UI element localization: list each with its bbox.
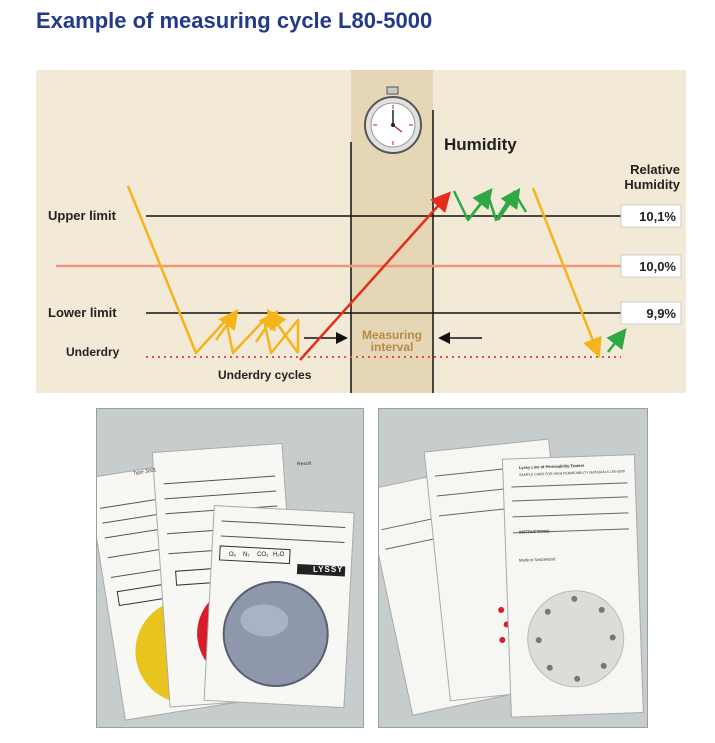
humidification-arrow [299, 191, 452, 361]
card-gas-h2o: H₂O [273, 552, 285, 558]
card-result-label: Result [296, 460, 312, 468]
measuring-interval-label-2: interval [371, 340, 414, 354]
underdry-arrow-1 [214, 308, 239, 341]
underdry-cycles-label: Underdry cycles [218, 368, 312, 382]
value-target: 10,0% [639, 259, 676, 274]
sample-cards-photo-left: LYSSY Type 3001 Result O₂ N₂ CO₂ H₂O [86, 408, 364, 728]
card-gas-n2: N₂ [243, 552, 250, 558]
stopwatch-icon [364, 86, 422, 154]
underdry-path [126, 185, 300, 355]
relative-humidity-label-1: Relative [630, 162, 680, 177]
final-green-arrow [606, 328, 627, 353]
page-title: Example of measuring cycle L80-5000 [36, 8, 433, 33]
card-gas-co2: CO₂ [257, 552, 269, 558]
measuring-cycle-diagram: Upper limit Lower limit Underdry Underdr… [36, 70, 686, 393]
drying-path [531, 187, 602, 358]
value-box-lower: 9,9% [620, 301, 682, 325]
card-gas-o2: O₂ [229, 552, 236, 558]
measuring-interval-label-1: Measuring [362, 328, 422, 342]
sample-cards-white-icon [364, 438, 644, 718]
humidity-label: Humidity [444, 135, 517, 154]
relative-humidity-label-2: Humidity [624, 177, 680, 192]
sample-cards-icon [86, 442, 355, 721]
value-box-upper: 10,1% [620, 204, 682, 228]
underdry-tail [266, 308, 300, 354]
value-upper: 10,1% [639, 209, 676, 224]
underdry-label: Underdry [66, 345, 120, 359]
card-brand-lyssy: LYSSY [313, 565, 344, 574]
value-box-target: 10,0% [620, 254, 682, 278]
upper-limit-label: Upper limit [48, 208, 117, 223]
sample-cards-photo-right: Lyssy Line of Permeability Testers SAMPL… [364, 408, 648, 728]
humidity-arrow-2 [496, 187, 521, 221]
humidity-arrow-1 [467, 188, 493, 221]
lower-limit-label: Lower limit [48, 305, 117, 320]
value-lower: 9,9% [646, 306, 676, 321]
